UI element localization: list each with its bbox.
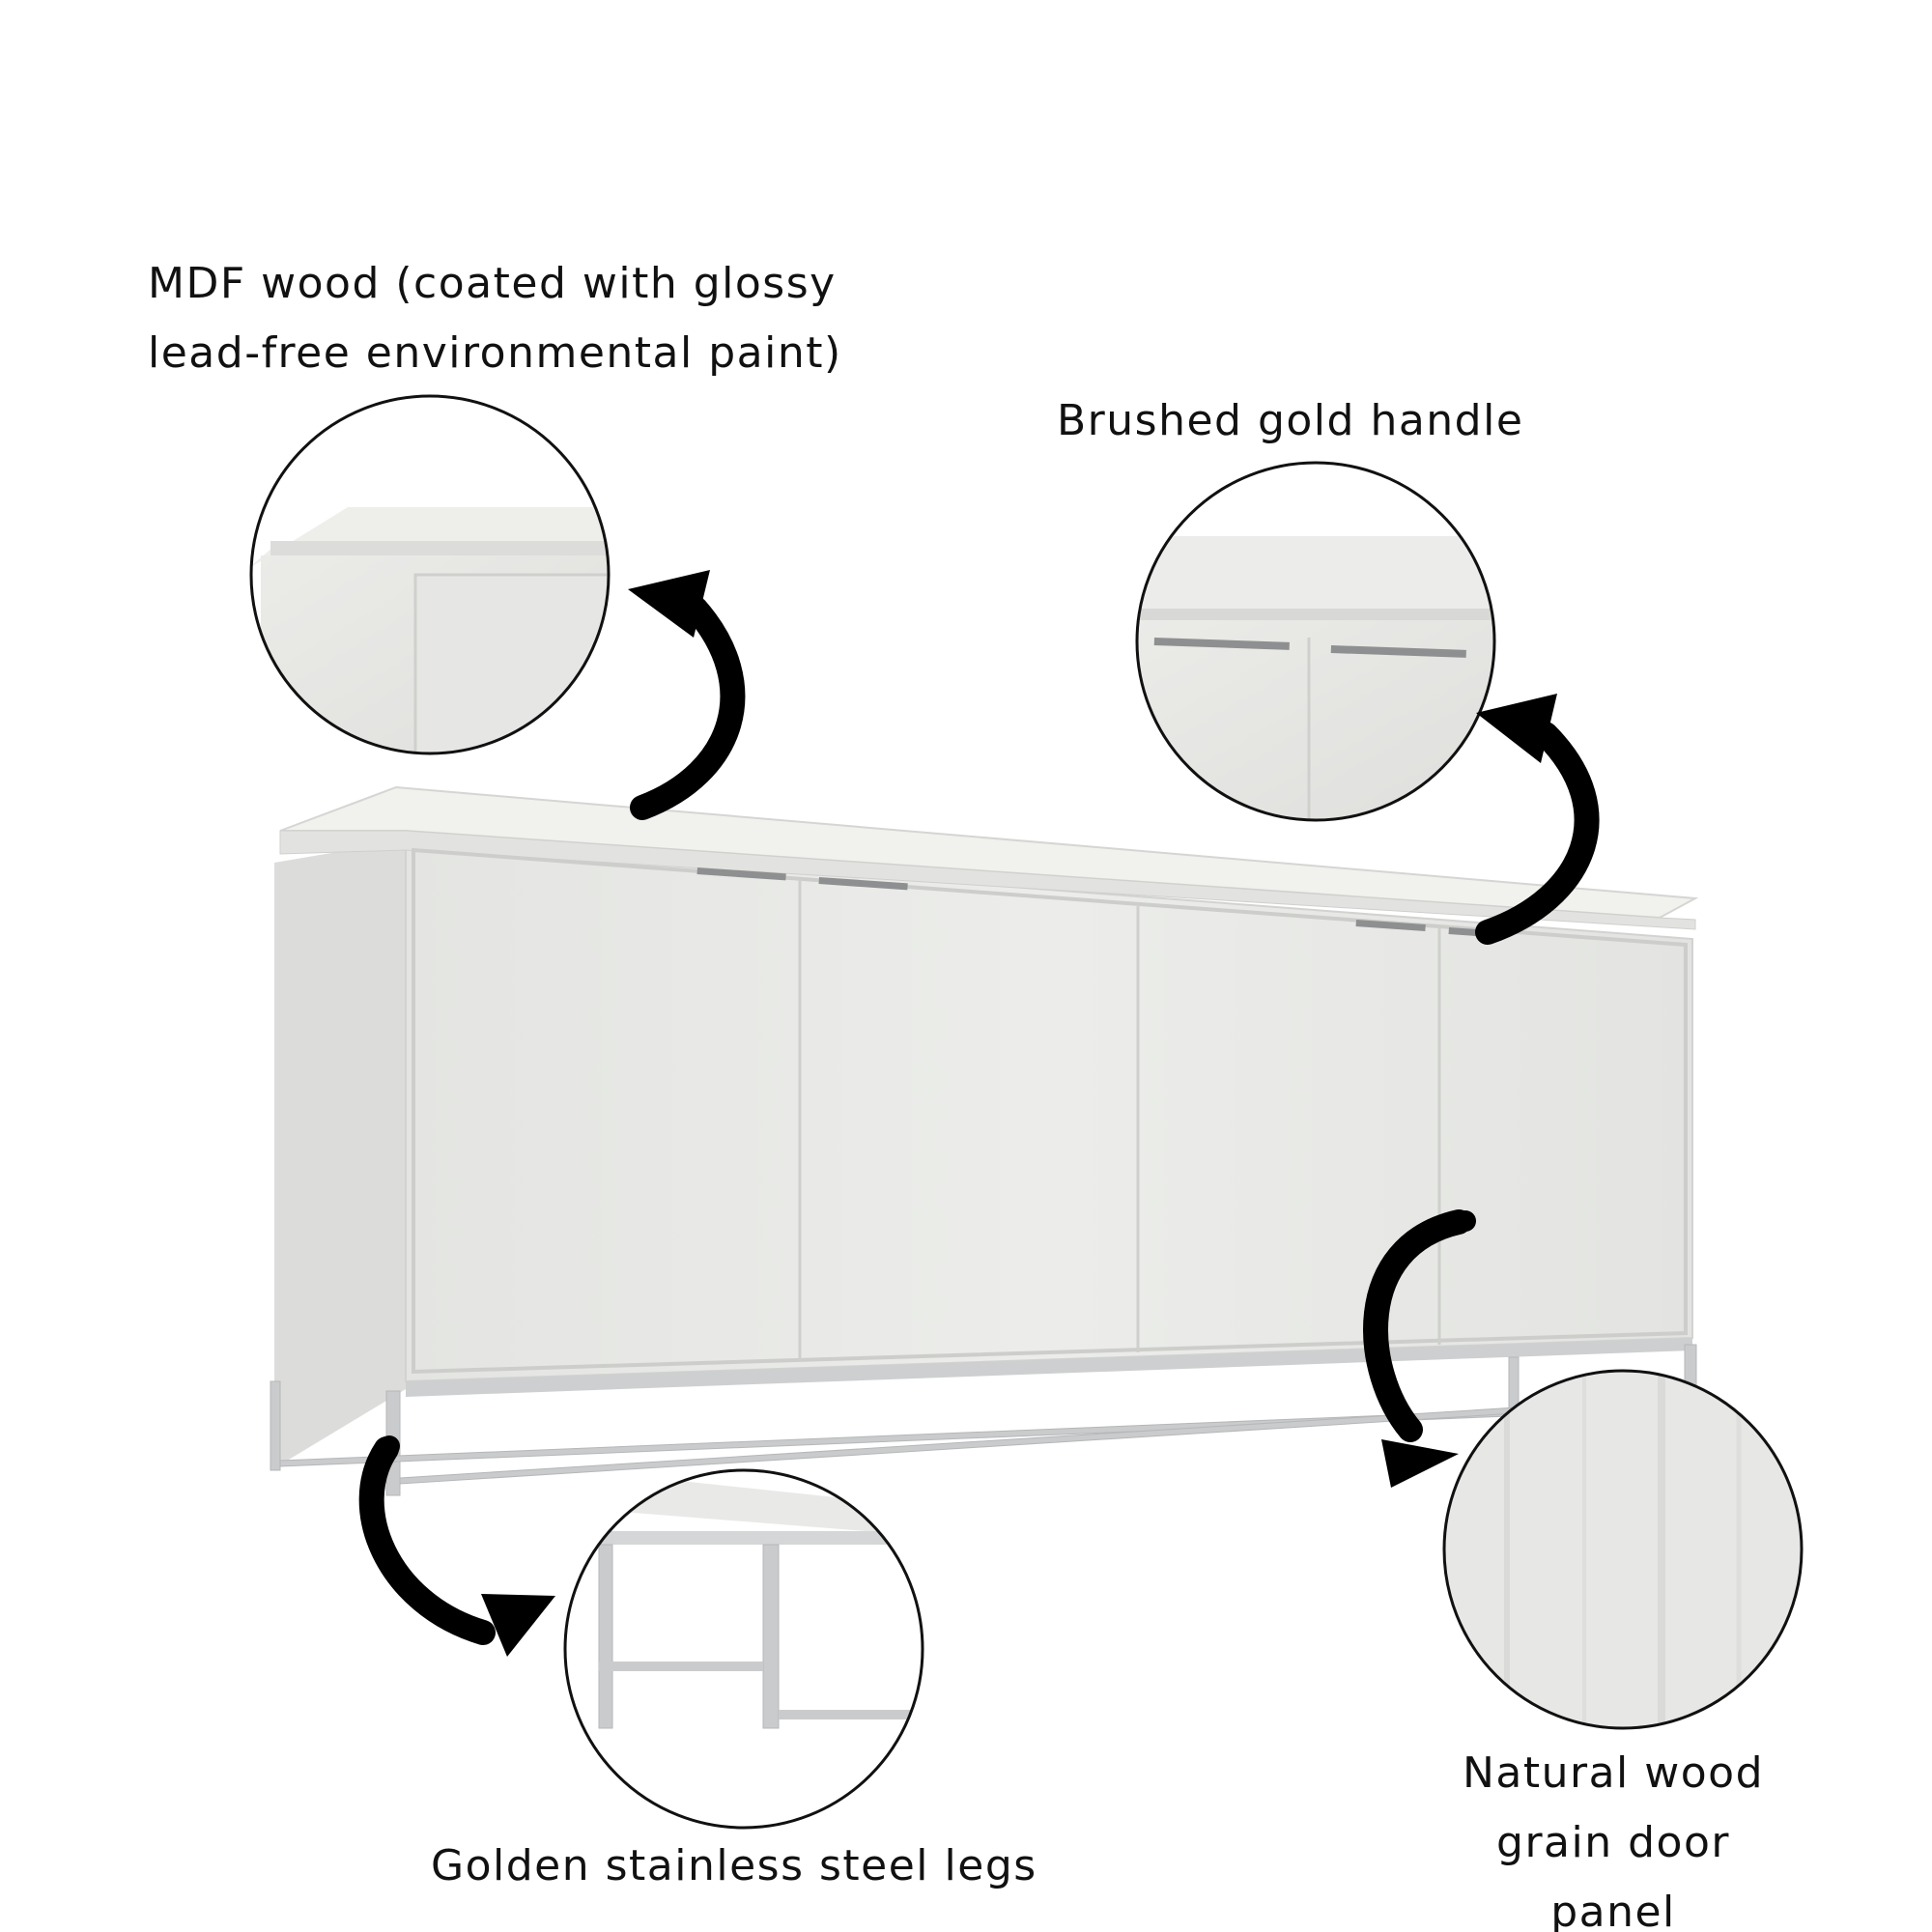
arrow-wood	[1363, 1209, 1471, 1442]
anchor-dot	[1455, 1210, 1476, 1232]
anchor-dot	[631, 798, 652, 819]
arrow-head-legs	[481, 1594, 555, 1657]
label-panel: Natural wood grain door panel	[1430, 1739, 1797, 1932]
detail-circle-legs	[563, 1468, 924, 1830]
arrow-head-handle	[1476, 694, 1557, 763]
detail-circle-wood-grain	[1442, 1369, 1804, 1730]
anchor-dot	[379, 1435, 400, 1457]
arrow-mdf	[630, 596, 746, 820]
label-panel-line1: Natural wood	[1462, 1748, 1765, 1798]
arrow-legs	[358, 1436, 496, 1645]
anchor-dot	[1477, 922, 1498, 943]
label-mdf: MDF wood (coated with glossy lead-free e…	[148, 249, 842, 388]
label-handle: Brushed gold handle	[1057, 396, 1524, 445]
steel-legs	[270, 1344, 1697, 1496]
callout-arrows	[358, 570, 1600, 1657]
sideboard	[270, 785, 1699, 1496]
door-handle	[1355, 920, 1426, 932]
cabinet-top-edge	[279, 830, 1696, 930]
door-frame	[412, 847, 1688, 1375]
label-legs: Golden stainless steel legs	[431, 1841, 1037, 1890]
anchor-dots	[379, 798, 1498, 1457]
arrow-head-mdf	[628, 570, 710, 638]
arrow-head-wood	[1381, 1439, 1459, 1488]
detail-circle-handle	[1135, 461, 1496, 822]
label-mdf-line1: MDF wood (coated with glossy	[148, 259, 837, 308]
door-handle	[818, 876, 908, 891]
arrow-handle	[1475, 722, 1600, 945]
cabinet-side	[274, 840, 406, 1468]
label-mdf-line2: lead-free environmental paint)	[148, 328, 842, 378]
door-handle	[696, 867, 786, 881]
label-panel-line2: grain door panel	[1496, 1818, 1730, 1932]
detail-circle-mdf	[249, 394, 611, 755]
